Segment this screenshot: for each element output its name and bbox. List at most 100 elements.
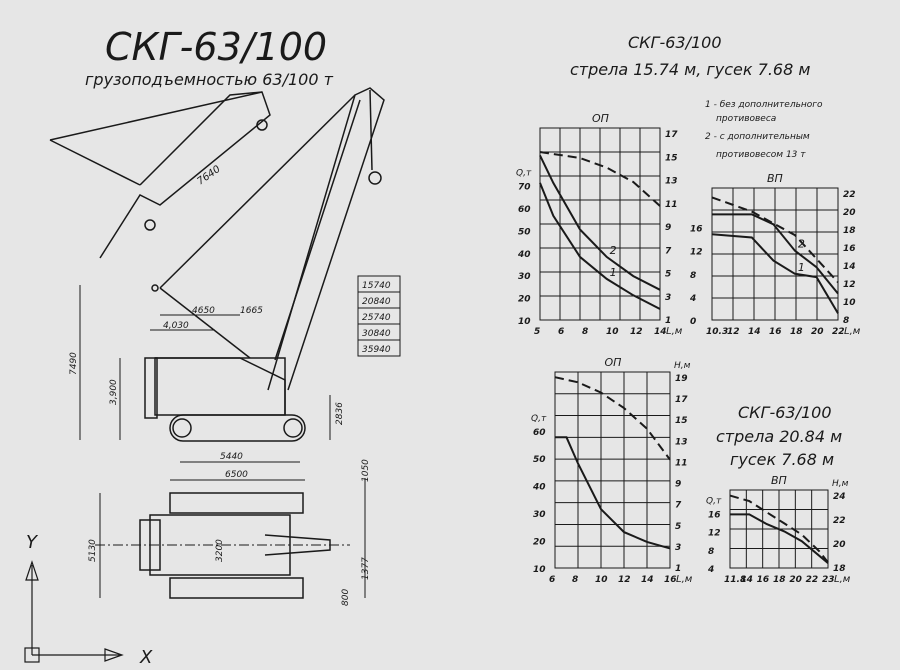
y2-tick-label: 10 [843, 298, 856, 308]
dim-1377: 1377 [361, 557, 371, 580]
x-tick-label: 16 [664, 575, 677, 585]
series-line-1 [539, 182, 661, 310]
hook-rope [369, 89, 373, 171]
block1-note2: 2 - с дополнительным [705, 132, 810, 142]
y2-tick-label: 17 [665, 130, 678, 140]
y2-tick-label: 13 [665, 177, 678, 187]
y2-tick-label: 12 [843, 280, 856, 290]
dim-7490: 7490 [69, 352, 79, 375]
y2-tick-label: 18 [843, 226, 856, 236]
y-tick-label: 10 [518, 317, 531, 327]
y-tick-label: 4 [707, 565, 714, 575]
track-top [169, 492, 304, 514]
y-tick-label: 16 [708, 510, 721, 520]
y2-tick-label: 19 [675, 374, 688, 384]
y-tick-label: 70 [518, 183, 531, 193]
y-tick-label: 60 [518, 205, 531, 215]
block1-title: СКГ-63/100 [628, 33, 722, 52]
hook-icon [368, 171, 382, 185]
y2-tick-label: 15 [675, 416, 688, 426]
pendant-rope [159, 94, 356, 289]
mast [159, 287, 251, 359]
x-axis-label: L,м [844, 326, 861, 337]
hook-lower-icon [144, 219, 156, 231]
ucs-x-label: X [139, 647, 153, 668]
series-line-2 [539, 154, 661, 291]
dim-7640: 7640 [195, 164, 222, 188]
y-tick-label: 50 [518, 227, 531, 237]
y-axis-label: Q,т [706, 496, 722, 506]
series-label: 2 [610, 244, 617, 257]
y2-tick-label: 8 [843, 316, 849, 326]
x-tick-label: 16 [757, 575, 770, 585]
y-tick-label: 60 [533, 428, 546, 438]
crawler-wheel-left [172, 418, 192, 438]
y2-tick-label: 1 [675, 564, 681, 574]
x-tick-label: 10 [595, 575, 608, 585]
y-tick-label: 0 [690, 317, 696, 327]
hook-upper-icon [256, 119, 268, 131]
x-tick-label: 8 [572, 575, 578, 585]
erect-stay [49, 139, 141, 186]
y2-tick-label: 7 [665, 246, 672, 256]
x-tick-label: 12 [630, 327, 643, 337]
y-tick-label: 4 [689, 294, 696, 304]
x-tick-label: 18 [790, 327, 803, 337]
y2-tick-label: 17 [675, 395, 688, 405]
y-tick-label: 50 [533, 455, 546, 465]
chart-title: ВП [767, 172, 783, 185]
x-tick-label: 5 [534, 327, 540, 337]
block1-note2b: противовесом 13 т [716, 150, 806, 160]
dim-1050: 1050 [361, 459, 371, 482]
dim-5440: 5440 [220, 452, 243, 462]
block1-note1: 1 - без дополнительного [705, 100, 823, 110]
chart-title: ОП [605, 356, 622, 369]
y-tick-label: 20 [518, 295, 531, 305]
y2-tick-label: 9 [665, 223, 671, 233]
y2-tick-label: 7 [675, 501, 682, 511]
block2-line2: стрела 20.84 м [716, 427, 842, 446]
y2-tick-label: 15 [665, 153, 678, 163]
y2-tick-label: 1 [665, 316, 671, 326]
dim-1665: 1665 [240, 306, 263, 316]
y2-tick-label: 9 [675, 480, 681, 490]
block1-subtitle: стрела 15.74 м, гусек 7.68 м [570, 60, 810, 79]
x-tick-label: 22 [806, 575, 819, 585]
y2-tick-label: 18 [833, 564, 846, 574]
y2-tick-label: 5 [675, 522, 681, 532]
y2-tick-label: 14 [843, 262, 856, 272]
x-tick-label: 20 [811, 327, 824, 337]
dim-3900: 3,900 [109, 379, 119, 405]
y2-tick-label: 5 [665, 270, 671, 280]
mast-top-icon [151, 284, 159, 292]
x-tick-label: 18 [773, 575, 786, 585]
x-axis-label: L,м [676, 574, 693, 585]
dim-4030: 4,030 [163, 321, 189, 331]
x-tick-label: 8 [582, 327, 588, 337]
x-tick-label: 11.8 [724, 575, 746, 585]
x-tick-label: 22 [832, 327, 845, 337]
series-label: 1 [610, 266, 617, 279]
y2-tick-label: 3 [675, 543, 681, 553]
drawing-title: СКГ-63/100 [105, 25, 327, 69]
series-line-H [729, 494, 829, 564]
block2-title: СКГ-63/100 [738, 403, 832, 422]
y-axis-label: Q,т [516, 169, 532, 179]
x-axis-label: L,м [666, 326, 683, 337]
boom-chord [274, 99, 361, 361]
x-tick-label: 14 [654, 327, 667, 337]
table-frame [357, 275, 401, 357]
series-line-Q [730, 513, 829, 564]
dim-800: 800 [341, 589, 351, 606]
y2-tick-label: 24 [833, 492, 846, 502]
chart-frame [554, 371, 671, 569]
boom-length-table [357, 275, 401, 357]
y-tick-label: 30 [533, 510, 546, 520]
y-tick-label: 20 [533, 538, 546, 548]
crawler-wheel-right [283, 418, 303, 438]
